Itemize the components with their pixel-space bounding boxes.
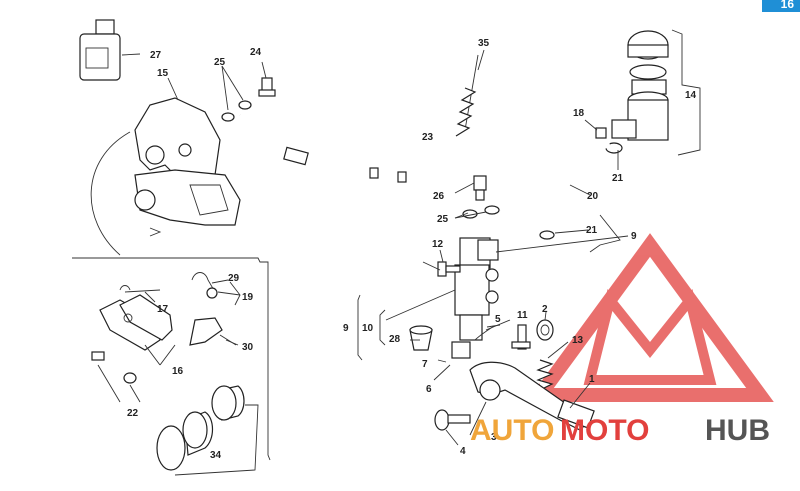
label-34: 34 bbox=[210, 450, 222, 461]
label-24: 24 bbox=[250, 47, 262, 58]
label-14: 14 bbox=[685, 90, 697, 101]
label-17: 17 bbox=[157, 304, 169, 315]
svg-text:HUB: HUB bbox=[705, 414, 770, 447]
pedal-bolt bbox=[511, 324, 531, 350]
screw bbox=[595, 127, 607, 139]
label-23: 23 bbox=[422, 132, 434, 143]
label-2: 2 bbox=[542, 304, 548, 315]
label-1: 1 bbox=[589, 374, 595, 385]
brake-caliper bbox=[134, 97, 241, 226]
label-11: 11 bbox=[517, 310, 528, 321]
caliper-pistons bbox=[156, 385, 245, 471]
label-22: 22 bbox=[127, 408, 139, 419]
watermark-text: AUTO MOTO HUB bbox=[470, 414, 770, 447]
label-19: 19 bbox=[242, 292, 254, 303]
label-7: 7 bbox=[422, 359, 428, 370]
reservoir-hose bbox=[547, 144, 611, 233]
label-29: 29 bbox=[228, 273, 240, 284]
label-12: 12 bbox=[432, 239, 444, 250]
dust-boot bbox=[409, 325, 433, 351]
label-18: 18 bbox=[573, 108, 585, 119]
label-5: 5 bbox=[495, 314, 501, 325]
clip bbox=[191, 272, 218, 299]
pedal-pivot-bolt bbox=[434, 409, 471, 431]
label-15: 15 bbox=[157, 68, 169, 79]
label-6: 6 bbox=[426, 384, 432, 395]
label-25a: 25 bbox=[214, 57, 226, 68]
label-27: 27 bbox=[150, 50, 162, 61]
hose-clamp bbox=[539, 230, 555, 240]
bleeder-screw bbox=[91, 351, 137, 384]
label-10: 10 bbox=[362, 323, 374, 334]
fluid-reservoir bbox=[605, 30, 669, 154]
svg-text:AUTO: AUTO bbox=[470, 414, 554, 447]
label-30: 30 bbox=[242, 342, 254, 353]
pad-spring bbox=[189, 317, 223, 346]
label-26: 26 bbox=[433, 191, 445, 202]
brake-pads bbox=[99, 294, 173, 351]
pedal-bush bbox=[536, 319, 554, 341]
watermark-logo bbox=[526, 233, 774, 402]
label-9b: 9 bbox=[343, 323, 349, 334]
svg-text:MOTO: MOTO bbox=[560, 414, 649, 447]
master-banjo-bolt bbox=[462, 175, 500, 219]
label-25b: 25 bbox=[437, 214, 449, 225]
label-35: 35 bbox=[478, 38, 490, 49]
label-21b: 21 bbox=[586, 225, 598, 236]
label-9a: 9 bbox=[631, 231, 637, 242]
label-28: 28 bbox=[389, 334, 401, 345]
label-21a: 21 bbox=[612, 173, 624, 184]
label-3: 3 bbox=[491, 432, 497, 443]
pad-pin bbox=[119, 285, 161, 293]
label-16: 16 bbox=[172, 366, 184, 377]
label-13: 13 bbox=[572, 335, 584, 346]
label-4: 4 bbox=[460, 446, 466, 457]
spring-guard bbox=[455, 54, 479, 137]
brake-pedal bbox=[469, 361, 595, 431]
banjo-bolt bbox=[221, 77, 276, 122]
label-20: 20 bbox=[587, 191, 599, 202]
return-spring bbox=[536, 359, 554, 391]
fluid-bottle bbox=[79, 19, 121, 81]
page-number-badge: 16 bbox=[762, 0, 800, 12]
brake-hose bbox=[238, 114, 544, 211]
